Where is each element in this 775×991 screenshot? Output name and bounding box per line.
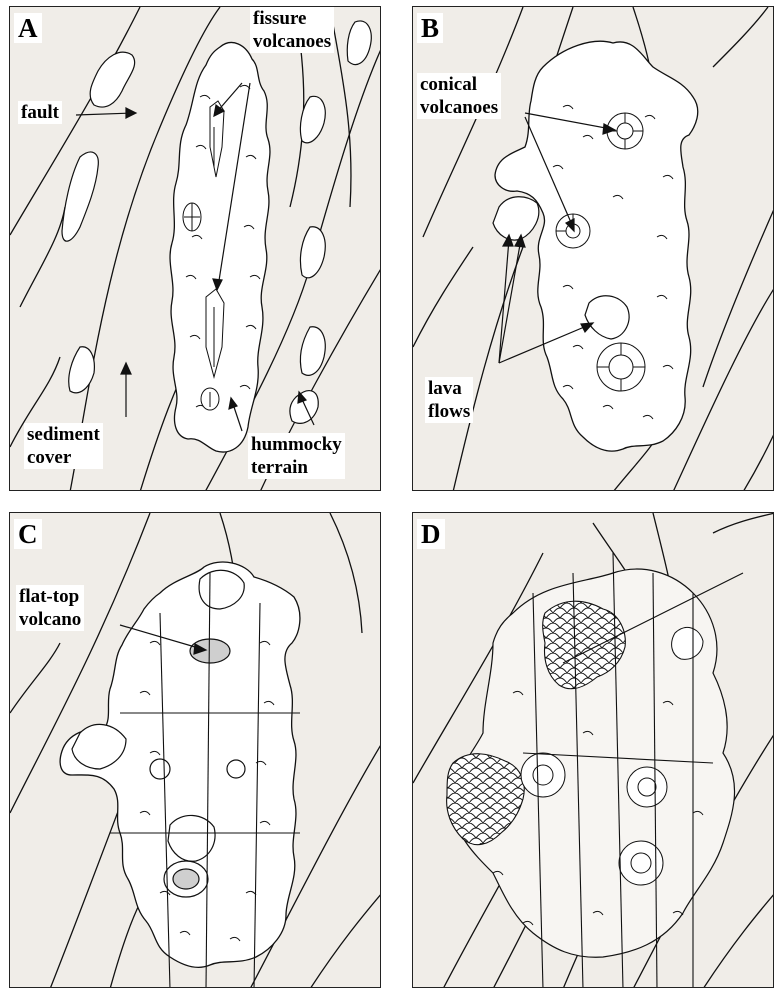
panel-d: D [412,512,774,988]
panel-b: B conical volcanoes lava flows [412,6,774,491]
panel-a: A fault fissure volcanoes sediment cover… [9,6,381,491]
fissure-volcanoes-label: fissure volcanoes [250,7,334,53]
fault-label: fault [18,101,62,124]
panel-b-label: B [417,13,443,43]
lava-flows-label: lava flows [425,377,473,423]
panel-c: C flat-top volcano [9,512,381,988]
conical-volcanoes-label: conical volcanoes [417,73,501,119]
volcanic-field-a [170,43,270,452]
panel-a-drawing [10,7,381,491]
panel-c-label: C [14,519,42,549]
hummocky-terrain-label: hummocky terrain [248,433,345,479]
panel-d-label: D [417,519,445,549]
flat-top-volcano-label: flat-top volcano [16,585,84,631]
sediment-cover-label: sediment cover [24,423,103,469]
panel-d-drawing [413,513,774,988]
panel-a-label: A [14,13,42,43]
dissected-field-d [447,553,743,988]
volcanic-field-c [60,562,300,988]
